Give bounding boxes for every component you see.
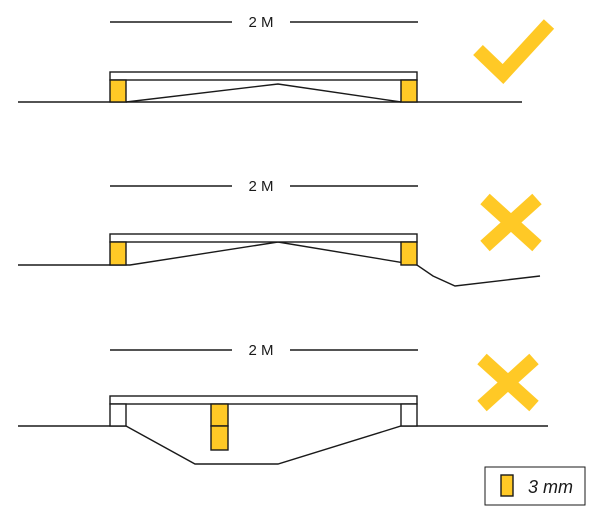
support-right-3 [400,403,418,427]
panel-2: 2 M [18,178,542,287]
cross-icon [480,193,542,252]
legend: 3 mm [484,466,586,506]
checkmark-icon [473,19,555,85]
floor-line-2 [18,241,541,287]
board-1 [109,71,418,81]
shim-stack-bottom-3 [210,425,229,451]
subfloor-profile-1 [125,83,402,103]
shim-icon [500,474,514,497]
shim-right-1 [400,79,418,103]
dimension-line-2: 2 M [110,178,418,195]
floor-line-3 [18,425,548,465]
shim-left-1 [109,79,127,103]
shim-stack-top-3 [210,403,229,427]
dimension-line-1: 2 M [110,14,418,31]
support-left-3 [109,403,127,427]
shim-right-2 [400,241,418,266]
panel-3: 2 M [18,342,548,465]
panel-1: 2 M [18,14,555,103]
board-3 [109,395,418,405]
cross-icon [477,353,539,412]
legend-label: 3 mm [528,477,573,497]
shim-left-2 [109,241,127,266]
dimension-label-1: 2 M [248,14,273,31]
board-2 [109,233,418,243]
dimension-label-3: 2 M [248,342,273,359]
dimension-line-3: 2 M [110,342,418,359]
dimension-label-2: 2 M [248,178,273,195]
